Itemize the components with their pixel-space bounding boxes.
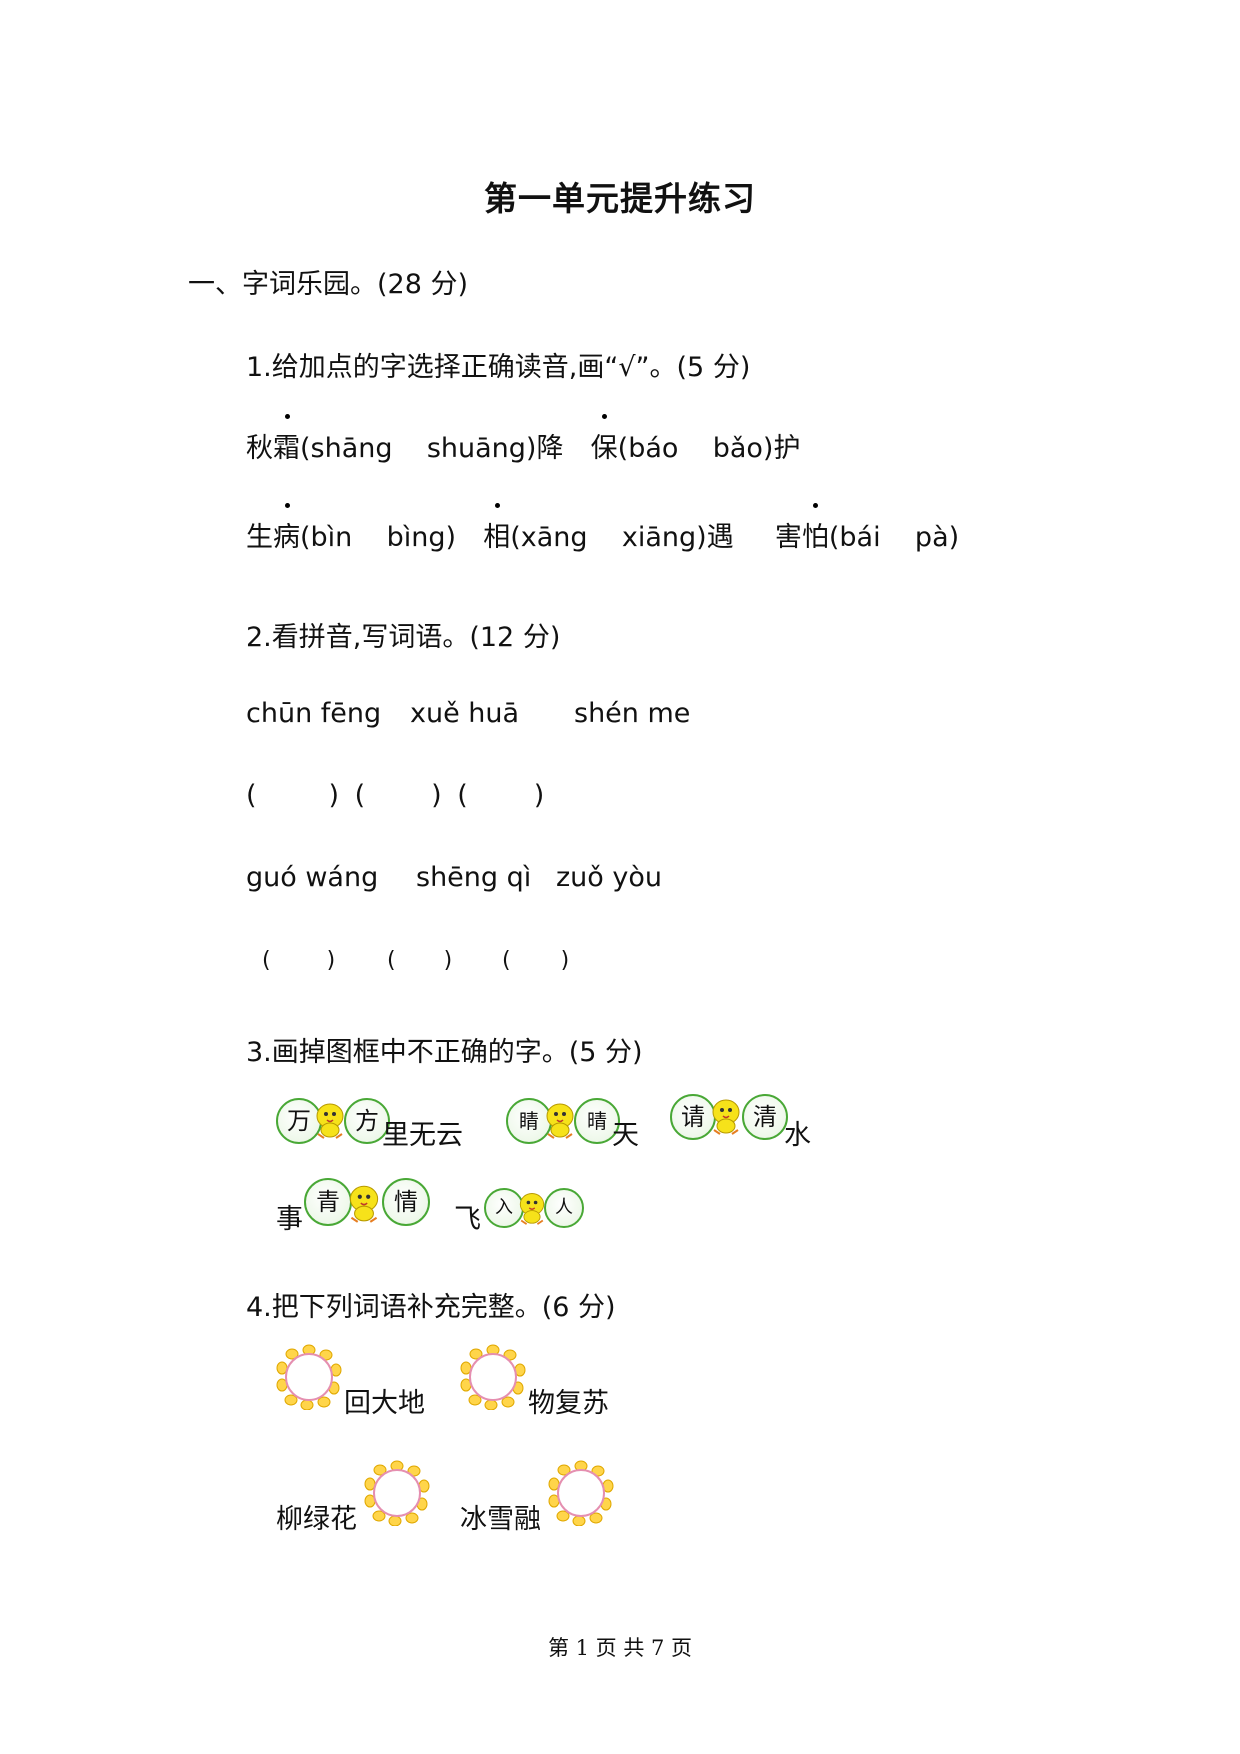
char-choice-pair: 青 情 <box>304 1178 430 1226</box>
dotted-char: 病 <box>273 503 300 554</box>
pinyin-options: (xāng xiāng) <box>510 522 707 553</box>
answer-blanks-row-2: () () () <box>262 948 602 973</box>
bird-icon <box>519 1193 545 1225</box>
word-suffix: 物复苏 <box>528 1388 609 1419</box>
pinyin-word: zuǒ yòu <box>556 862 662 893</box>
char-option[interactable]: 方 <box>344 1098 390 1144</box>
answer-blank[interactable]: () <box>262 948 336 973</box>
q1-item: 保(báo bǎo)护 <box>591 414 800 464</box>
word-prefix: 冰雪融 <box>460 1504 541 1535</box>
char-choice-pair: 万 方 <box>276 1098 390 1144</box>
q1-item: 相(xāng xiāng)遇 <box>483 503 734 553</box>
pinyin-options: (báo bǎo) <box>617 433 774 464</box>
answer-blank[interactable]: () <box>457 780 545 811</box>
pinyin-options: (bìn bìng) <box>300 522 457 553</box>
pinyin-word: shēng qì <box>416 862 532 893</box>
q3-heading: 3.画掉图框中不正确的字。(5 分) <box>246 1037 643 1068</box>
q1-item: 害怕(bái pà) <box>775 503 960 553</box>
char-option[interactable]: 万 <box>276 1098 322 1144</box>
q1-row-1: 秋霜(shāng shuāng)降 保(báo bǎo)护 <box>246 414 800 465</box>
word-suffix: 回大地 <box>344 1388 425 1419</box>
flower-blank-icon[interactable] <box>362 1460 432 1526</box>
answer-blank[interactable]: () <box>502 948 570 973</box>
char-option[interactable]: 请 <box>670 1094 716 1140</box>
page-footer: 第 1 页 共 7 页 <box>547 1636 693 1660</box>
word-suffix: 水 <box>784 1120 811 1151</box>
char-option[interactable]: 情 <box>382 1178 430 1226</box>
bird-icon <box>546 1103 574 1139</box>
pinyin-word: xuě huā <box>410 698 520 729</box>
q1-row-2: 生病(bìn bìng) 相(xāng xiāng)遇 害怕(bái pà) <box>246 503 960 554</box>
word-suffix: 里无云 <box>382 1120 463 1151</box>
char-option[interactable]: 入 <box>484 1188 524 1228</box>
dotted-char: 怕 <box>802 503 829 554</box>
pinyin-row-1: chūn fēng xuě huā shén me <box>246 698 690 729</box>
char-choice-pair: 请 清 <box>670 1094 788 1140</box>
section-heading: 一、字词乐园。(28 分) <box>188 269 469 300</box>
bird-icon <box>316 1103 344 1139</box>
q2-heading: 2.看拼音,写词语。(12 分) <box>246 622 561 653</box>
word-prefix: 事 <box>276 1204 303 1235</box>
pinyin-word: shén me <box>574 698 691 729</box>
pinyin-options: (bái pà) <box>828 522 960 553</box>
q4-heading: 4.把下列词语补充完整。(6 分) <box>246 1292 616 1323</box>
pinyin-word: guó wáng <box>246 862 379 893</box>
char-option[interactable]: 人 <box>544 1188 584 1228</box>
dotted-char: 相 <box>483 503 510 554</box>
flower-blank-icon[interactable] <box>546 1460 616 1526</box>
page-title: 第一单元提升练习 <box>484 179 756 218</box>
answer-blanks-row-1: () () () <box>246 780 551 811</box>
q1-item: 秋霜(shāng shuāng)降 <box>246 414 563 464</box>
flower-blank-icon[interactable] <box>274 1344 344 1410</box>
flower-blank-icon[interactable] <box>458 1344 528 1410</box>
pinyin-row-2: guó wáng shēng qì zuǒ yòu <box>246 862 662 893</box>
bird-icon <box>349 1185 379 1223</box>
word-suffix: 天 <box>612 1120 639 1151</box>
dotted-char: 霜 <box>273 414 300 465</box>
answer-blank[interactable]: () <box>354 780 442 811</box>
char-option[interactable]: 青 <box>304 1178 352 1226</box>
char-option[interactable]: 晴 <box>574 1098 620 1144</box>
q1-item: 生病(bìn bìng) <box>246 503 457 553</box>
bird-icon <box>712 1099 740 1135</box>
pinyin-word: chūn fēng <box>246 698 382 729</box>
char-choice-pair: 睛 晴 <box>506 1098 620 1144</box>
dotted-char: 保 <box>591 414 618 465</box>
word-prefix: 飞 <box>454 1204 481 1235</box>
word-prefix: 柳绿花 <box>276 1504 357 1535</box>
answer-blank[interactable]: () <box>387 948 453 973</box>
pinyin-options: (shāng shuāng) <box>300 433 537 464</box>
answer-blank[interactable]: () <box>246 780 340 811</box>
q1-heading: 1.给加点的字选择正确读音,画“√”。(5 分) <box>246 352 751 383</box>
char-option[interactable]: 清 <box>742 1094 788 1140</box>
char-choice-pair: 入 人 <box>484 1188 584 1234</box>
